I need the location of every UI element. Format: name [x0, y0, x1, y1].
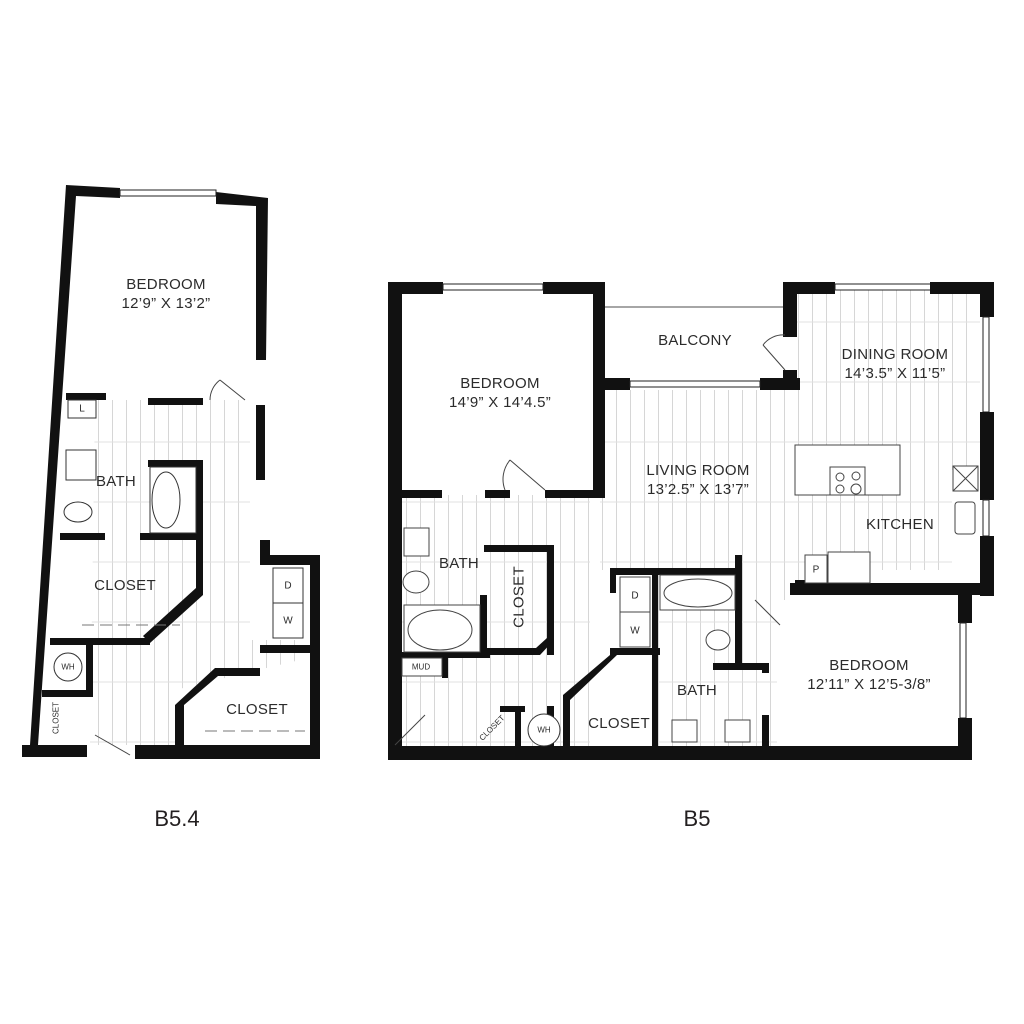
plan-b5-4: [22, 185, 320, 759]
room-dimensions: 14’9” X 14’4.5”: [448, 394, 552, 411]
room-dimensions: 14’3.5” X 11’5”: [844, 365, 946, 382]
b5-closet-2-label: CLOSET: [588, 714, 650, 733]
pantry-label: P: [812, 564, 820, 576]
room-name: LIVING ROOM: [646, 462, 750, 479]
b5-bedroom-2-label: BEDROOM 12’11” X 12’5-3/8”: [807, 656, 931, 694]
b5-4-bath-label: BATH: [96, 472, 136, 491]
room-dimensions: 13’2.5” X 13’7”: [646, 481, 750, 498]
b5-4-bedroom-label: BEDROOM 12’9” X 13’2”: [122, 275, 211, 313]
water-heater-label: WH: [61, 662, 75, 672]
room-dimensions: 12’9” X 13’2”: [121, 295, 211, 312]
b5-kitchen-label: KITCHEN: [866, 515, 934, 534]
b5-4-closet-label: CLOSET: [94, 576, 156, 595]
room-name: BEDROOM: [126, 276, 206, 293]
b5-4-small-closet-label: CLOSET: [51, 701, 61, 735]
plan-b5: [388, 282, 994, 760]
room-name: BATH: [438, 555, 480, 572]
b5-water-heater-label: WH: [537, 725, 551, 735]
b5-bedroom-1-label: BEDROOM 14’9” X 14’4.5”: [449, 374, 551, 412]
dryer-label: D: [284, 580, 292, 592]
washer-label: W: [283, 615, 293, 627]
room-name: BEDROOM: [460, 375, 540, 392]
b5-bath-1-label: BATH: [439, 554, 479, 573]
plan-name-b5: B5: [683, 806, 711, 831]
b5-bath-2-label: BATH: [677, 681, 717, 700]
plan-name-b5-4: B5.4: [154, 806, 200, 831]
room-name: CLOSET: [94, 577, 156, 594]
linen-label: L: [79, 403, 85, 415]
b5-dining-room-label: DINING ROOM 14’3.5” X 11’5”: [842, 345, 949, 383]
room-dimensions: 12’11” X 12’5-3/8”: [807, 676, 931, 693]
room-name: BALCONY: [658, 332, 732, 349]
b5-dryer-label: D: [631, 590, 639, 602]
room-name: BATH: [676, 682, 718, 699]
room-name: CLOSET: [226, 701, 288, 718]
room-name: BEDROOM: [829, 657, 909, 674]
room-name: CLOSET: [510, 566, 528, 628]
room-name: CLOSET: [588, 715, 650, 732]
room-name: KITCHEN: [866, 516, 934, 533]
b5-living-room-label: LIVING ROOM 13’2.5” X 13’7”: [646, 461, 749, 499]
b5-balcony-label: BALCONY: [658, 331, 732, 350]
room-name: DINING ROOM: [841, 346, 949, 363]
b5-closet-1-label: CLOSET: [510, 566, 529, 628]
b5-washer-label: W: [630, 625, 640, 637]
room-name: BATH: [95, 473, 137, 490]
b5-4-closet-2-label: CLOSET: [226, 700, 288, 719]
mud-label: MUD: [411, 662, 431, 672]
